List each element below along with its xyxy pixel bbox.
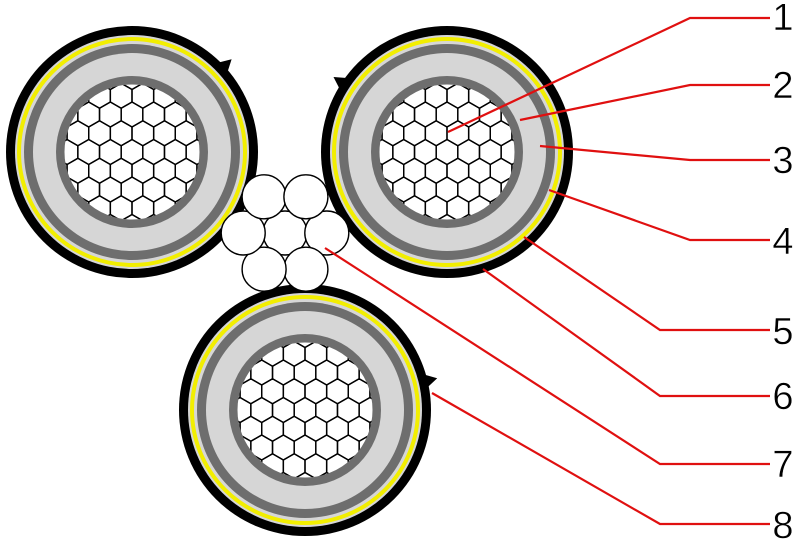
callout-label-5: 5 xyxy=(772,311,793,353)
leader-line-4 xyxy=(548,188,770,242)
hexagon-stranded-conductor-icon xyxy=(237,342,373,478)
earth-strand xyxy=(304,210,350,256)
screen-tape xyxy=(17,37,247,267)
leader-line-5 xyxy=(523,236,770,332)
power-core-bottom xyxy=(179,284,438,536)
leader-line-7 xyxy=(324,247,770,466)
power-core-left xyxy=(6,26,258,278)
hex-strand xyxy=(511,157,515,185)
callout-label-7: 7 xyxy=(772,444,793,486)
callout-label-8: 8 xyxy=(772,505,793,547)
leader-lines xyxy=(324,16,770,526)
callout-label-3: 3 xyxy=(772,140,793,182)
earth-strand xyxy=(241,174,287,220)
conductor xyxy=(237,342,373,478)
hex-strand xyxy=(196,157,200,185)
earth-strand xyxy=(283,246,329,292)
callout-labels: 1 2 3 4 5 6 7 8 xyxy=(772,0,794,547)
callout-label-2: 2 xyxy=(772,65,793,107)
round-strand-earth-conductor-icon xyxy=(220,174,350,292)
callout-label-4: 4 xyxy=(772,221,793,263)
conductor-edge xyxy=(378,83,516,221)
leader-line-1 xyxy=(447,16,770,133)
conductor-edge xyxy=(63,83,201,221)
screen-tape xyxy=(190,295,420,525)
conductor xyxy=(64,84,200,220)
callout-label-6: 6 xyxy=(772,376,793,418)
callout-label-1: 1 xyxy=(772,0,793,39)
leader-line-3 xyxy=(539,144,770,162)
leader-line-8 xyxy=(431,392,770,526)
conductor-edge xyxy=(236,341,374,479)
conductor xyxy=(379,84,515,220)
earth-strand xyxy=(241,246,287,292)
leader-line-2 xyxy=(519,83,770,122)
hex-strand xyxy=(369,415,373,443)
cores-layer xyxy=(6,26,573,536)
power-core-right xyxy=(321,26,573,278)
leader-line-6 xyxy=(482,268,770,398)
screen-tape xyxy=(332,37,562,267)
earth-strand xyxy=(220,210,266,256)
earth-strand xyxy=(283,174,329,220)
